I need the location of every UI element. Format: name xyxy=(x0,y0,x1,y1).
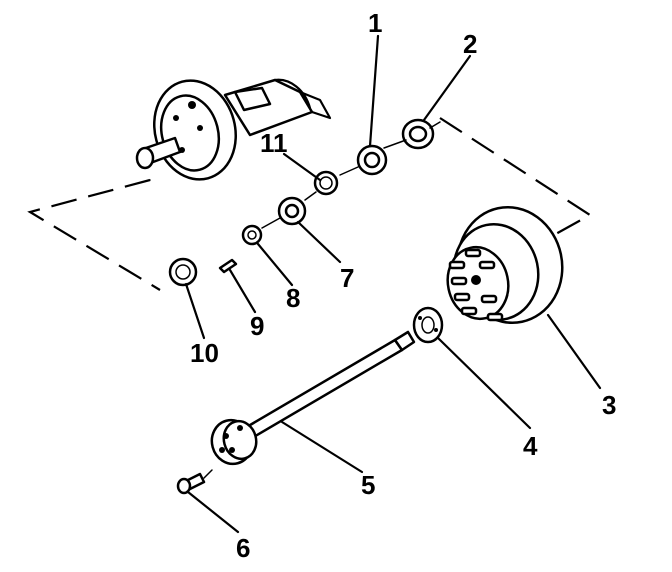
callout-1: 1 xyxy=(368,8,382,38)
callout-7: 7 xyxy=(340,263,354,293)
part-2-seal xyxy=(383,118,441,150)
part-10-retaining-ring xyxy=(168,257,198,287)
callout-11: 11 xyxy=(260,128,288,158)
assembly-guide-lines xyxy=(27,117,593,291)
part-7-bearing xyxy=(261,196,307,229)
part-1-bearing xyxy=(339,144,388,176)
part-4-gasket xyxy=(412,306,444,344)
callout-3: 3 xyxy=(602,390,616,420)
callout-5: 5 xyxy=(361,470,375,500)
part-11-snap-ring xyxy=(304,170,339,201)
axle-housing xyxy=(135,78,332,181)
part-5-axle-shaft xyxy=(210,330,416,466)
leader-lines xyxy=(184,34,602,534)
callout-10: 10 xyxy=(190,338,219,368)
callout-2: 2 xyxy=(463,29,477,59)
part-8-washer xyxy=(241,224,263,246)
part-3-hub-drum xyxy=(446,205,564,325)
callout-9: 9 xyxy=(250,311,264,341)
callout-4: 4 xyxy=(523,431,538,461)
part-6-bolt xyxy=(176,469,213,495)
part-9-key xyxy=(218,258,238,274)
callout-6: 6 xyxy=(236,533,250,563)
callout-8: 8 xyxy=(286,283,300,313)
